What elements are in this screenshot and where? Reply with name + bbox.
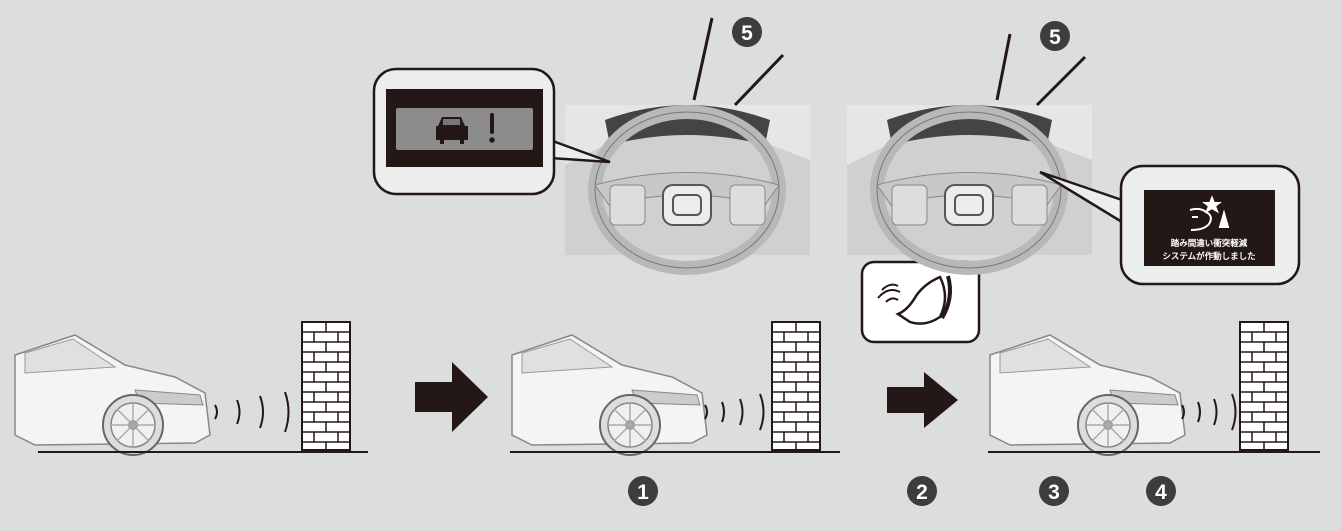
arrow-right-icon (887, 372, 958, 428)
marker-5-circle (732, 17, 762, 47)
marker-2: 2 (916, 481, 928, 504)
wall-image (1239, 321, 1289, 451)
dashboard-image (565, 105, 810, 268)
dashboard-image (847, 105, 1092, 268)
marker-1: 1 (637, 481, 649, 504)
left-display-callout (372, 67, 611, 196)
step-markers: 1 2 3 4 (628, 476, 1176, 506)
marker-3: 3 (1048, 481, 1060, 504)
scene-warning: 5 (372, 17, 840, 456)
arrow-right-icon (415, 362, 488, 432)
display-message-line1: 踏み間違い衝突軽減 (1171, 238, 1248, 249)
leader-line (733, 53, 785, 107)
marker-4: 4 (1155, 481, 1167, 504)
display-message-line2: システムが作動しました (1162, 251, 1255, 262)
foot-pedal-icon (860, 260, 981, 344)
wall-image (771, 321, 821, 451)
marker-5-circle (1040, 21, 1070, 51)
pedal-collision-icon (1189, 195, 1230, 231)
leader-line (692, 17, 714, 101)
right-display-callout: 踏み間違い衝突軽減 システムが作動しました (1039, 164, 1301, 286)
marker-5: 5 (1049, 26, 1061, 49)
car-warning-icon (436, 113, 495, 144)
leader-line (995, 33, 1012, 101)
scene-approach (14, 321, 368, 456)
sensor-waves (1181, 393, 1237, 431)
car-image (511, 334, 708, 456)
scene-braking: 5 踏み間違い衝突軽減 システムが作動しました (847, 21, 1320, 456)
wall-image (301, 321, 351, 451)
car-image (989, 334, 1186, 456)
sensor-waves (214, 391, 290, 433)
car-image (14, 334, 211, 456)
sensor-waves (704, 393, 765, 431)
marker-5: 5 (741, 22, 753, 45)
leader-line (1035, 55, 1087, 107)
